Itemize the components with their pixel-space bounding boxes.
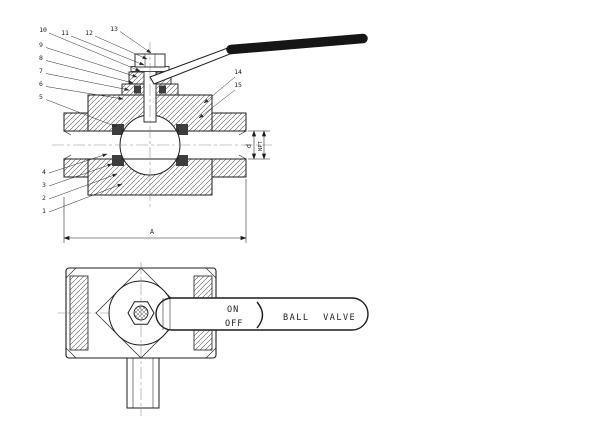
leader-line [94,35,148,60]
chamfer-line [238,154,247,160]
chamfer-line [63,154,72,160]
callout-12: 12 [85,29,148,60]
callout-4: 4 [42,153,108,176]
dimension-npt-label: NPT [258,140,264,151]
seat-ring-left-top [112,124,124,135]
leader-line [48,163,113,187]
leader-line [203,76,236,104]
leader-line [48,183,123,213]
packing-right [159,85,166,94]
handle-grip [226,33,368,55]
callout-8: 8 [39,54,134,84]
section-view [52,33,368,210]
packing-left [134,85,141,94]
callout-number: 12 [85,29,93,37]
callout-2: 2 [42,173,118,202]
callout-15: 15 [198,81,242,119]
callout-number: 6 [39,80,43,88]
callout-9: 9 [39,41,138,78]
bottom-stem [126,357,160,409]
ball-valve-label: BALL VALVE [283,313,356,323]
chamfer-line [63,130,72,136]
callout-11: 11 [61,29,145,66]
handle-off-label: OFF [225,319,243,329]
corner-chamfer [205,347,217,359]
corner-chamfer [65,267,77,279]
callout-number: 14 [234,68,242,76]
dimension-a-label: A [150,228,155,236]
callout-7: 7 [39,67,130,91]
leader-line [45,60,134,84]
callout-number: 3 [42,181,46,189]
part-callouts: 13 12 11 10 9 8 7 6 [39,25,242,215]
leader-line [45,73,130,91]
callout-number: 11 [61,29,69,37]
callout-number: 2 [42,194,46,202]
callout-number: 8 [39,54,43,62]
callout-10: 10 [39,26,141,72]
callout-14: 14 [203,68,242,104]
callout-13: 13 [110,25,152,54]
callout-5: 5 [39,93,118,128]
callout-number: 5 [39,93,43,101]
corner-chamfer [205,267,217,279]
leader-line [48,153,108,174]
leader-line [198,89,236,119]
leader-line [48,32,141,72]
leader-line [70,35,145,66]
leader-line [119,31,152,54]
seat-ring-right-bottom [176,155,188,166]
leader-line [45,86,124,101]
callout-1: 1 [42,183,123,215]
callout-number: 4 [42,168,46,176]
corner-chamfer [65,347,77,359]
leader-line [48,173,118,200]
seat-ring-right-top [176,124,188,135]
handle-on-label: ON [227,305,239,315]
left-clamp-section [69,275,89,351]
dimension-d-label: d [245,144,253,148]
ball [119,114,181,176]
dimension-overall-length: A [63,179,247,243]
seat-ring-left-bottom [112,155,124,166]
leader-line [45,99,118,128]
callout-number: 1 [42,207,46,215]
callout-6: 6 [39,80,124,101]
front-view: ON OFF BALL VALVE [58,262,369,416]
callout-number: 10 [39,26,47,34]
callout-number: 13 [110,25,118,33]
leader-line [45,47,138,78]
rotation-arc-icon [256,301,264,329]
callout-3: 3 [42,163,113,189]
callout-number: 7 [39,67,43,75]
callout-number: 15 [234,81,242,89]
dimension-bore: d NPT [245,130,270,160]
chamfer-line [238,130,247,136]
callout-number: 9 [39,41,43,49]
